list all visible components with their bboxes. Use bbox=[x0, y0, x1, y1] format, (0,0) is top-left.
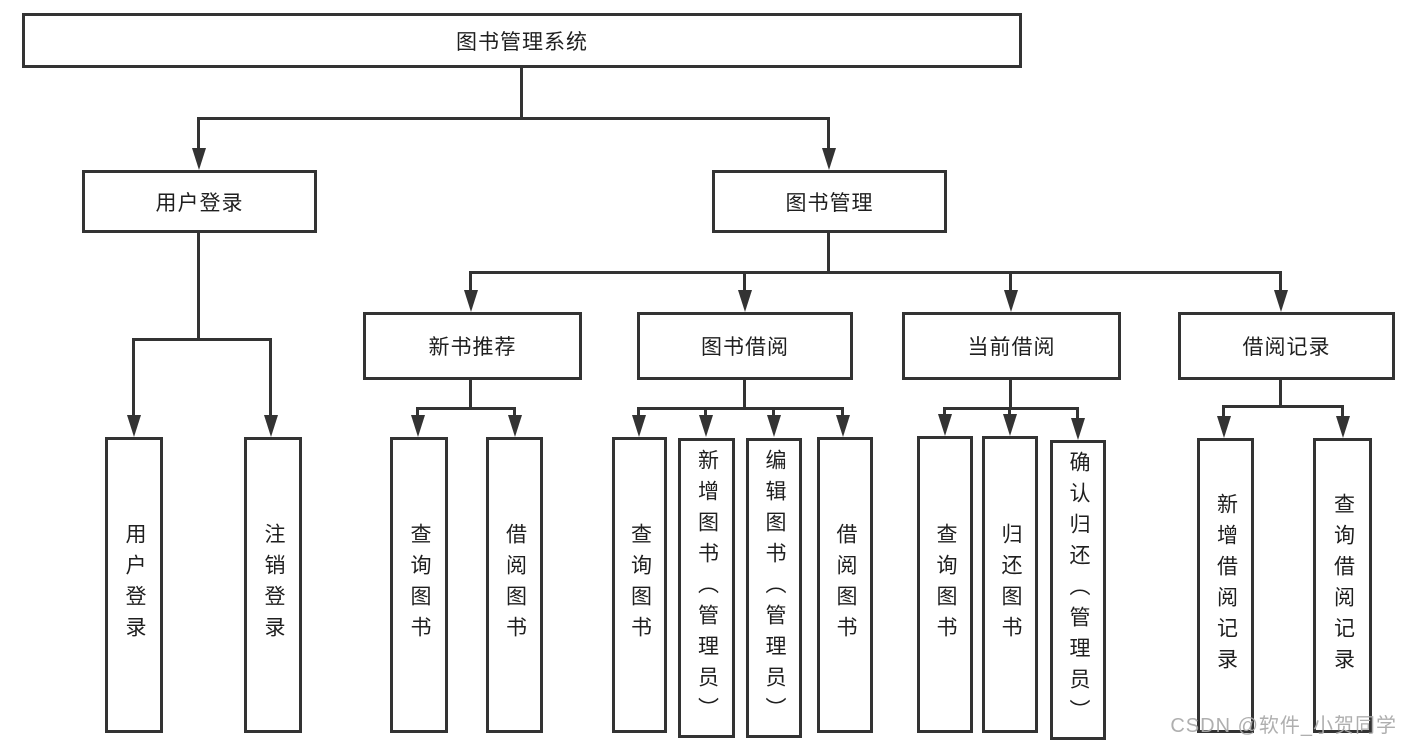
connector-line bbox=[827, 233, 830, 274]
leaf-borrow-books-borrowing: 借阅图书 bbox=[817, 437, 873, 733]
leaf-query-borrow-record: 查询借阅记录 bbox=[1313, 438, 1372, 733]
node-label: 图书管理 bbox=[785, 191, 874, 215]
arrowhead-down-icon bbox=[1217, 416, 1231, 438]
arrowhead-down-icon bbox=[1071, 418, 1085, 440]
node-label: 借阅记录 bbox=[1242, 336, 1331, 359]
connector-line bbox=[197, 233, 200, 340]
connector-line bbox=[1279, 380, 1282, 408]
arrowhead-down-icon bbox=[938, 414, 952, 436]
arrowhead-down-icon bbox=[411, 415, 425, 437]
leaf-query-books-recommend: 查询图书 bbox=[390, 437, 448, 733]
connector-line bbox=[269, 338, 272, 416]
connector-line bbox=[513, 407, 516, 417]
leaf-query-books-borrowing: 查询图书 bbox=[612, 437, 667, 733]
node-label: 新增图书（管理员） bbox=[695, 448, 719, 728]
connector-line bbox=[637, 407, 844, 410]
node-label: 用户登录 bbox=[155, 191, 244, 215]
connector-line bbox=[1341, 405, 1344, 416]
node-label: 查询借阅记录 bbox=[1331, 492, 1355, 679]
node-current-borrowing: 当前借阅 bbox=[902, 312, 1121, 380]
connector-line bbox=[743, 380, 746, 410]
node-book-borrowing: 图书借阅 bbox=[637, 312, 853, 380]
connector-line bbox=[132, 338, 272, 341]
leaf-confirm-return-admin: 确认归还（管理员） bbox=[1050, 440, 1106, 740]
node-label: 图书管理系统 bbox=[456, 30, 588, 54]
connector-line bbox=[197, 117, 830, 120]
arrowhead-down-icon bbox=[836, 415, 850, 437]
arrowhead-down-icon bbox=[767, 415, 781, 437]
leaf-add-book-admin: 新增图书（管理员） bbox=[678, 438, 735, 738]
node-label: 查询图书 bbox=[934, 522, 957, 647]
arrowhead-down-icon bbox=[1003, 414, 1017, 436]
connector-line bbox=[469, 271, 472, 291]
connector-line bbox=[1009, 380, 1012, 410]
connector-line bbox=[1076, 407, 1079, 418]
connector-line bbox=[197, 117, 200, 150]
connector-line bbox=[469, 271, 1282, 274]
connector-line bbox=[943, 407, 1079, 410]
leaf-user-login: 用户登录 bbox=[105, 437, 163, 733]
node-label: 确认归还（管理员） bbox=[1067, 450, 1090, 730]
leaf-logout: 注销登录 bbox=[244, 437, 302, 733]
arrowhead-down-icon bbox=[699, 415, 713, 437]
node-label: 用户登录 bbox=[123, 523, 146, 647]
connector-line bbox=[1008, 407, 1011, 415]
connector-line bbox=[841, 407, 844, 417]
arrowhead-down-icon bbox=[1336, 416, 1350, 438]
node-user-login: 用户登录 bbox=[82, 170, 317, 233]
connector-line bbox=[1009, 271, 1012, 291]
leaf-borrow-books-recommend: 借阅图书 bbox=[486, 437, 543, 733]
connector-line bbox=[1222, 405, 1225, 416]
connector-line bbox=[416, 407, 419, 417]
csdn-watermark: CSDN @软件_小贺同学 bbox=[1170, 715, 1397, 737]
node-label: 借阅图书 bbox=[503, 523, 527, 647]
arrowhead-down-icon bbox=[1274, 290, 1288, 312]
node-label: 注销登录 bbox=[262, 523, 285, 647]
node-borrowing-records: 借阅记录 bbox=[1178, 312, 1395, 380]
connector-line bbox=[132, 338, 135, 416]
connector-line bbox=[772, 407, 775, 417]
node-label: 查询图书 bbox=[408, 523, 431, 647]
arrowhead-down-icon bbox=[738, 290, 752, 312]
arrowhead-down-icon bbox=[464, 290, 478, 312]
arrowhead-down-icon bbox=[508, 415, 522, 437]
connector-line bbox=[704, 407, 707, 417]
connector-line bbox=[637, 407, 640, 417]
node-label: 当前借阅 bbox=[967, 336, 1056, 359]
node-label: 新增借阅记录 bbox=[1214, 492, 1238, 679]
node-new-book-recommend: 新书推荐 bbox=[363, 312, 582, 380]
arrowhead-down-icon bbox=[822, 148, 836, 170]
connector-line bbox=[1222, 405, 1343, 408]
node-label: 图书借阅 bbox=[701, 336, 789, 359]
leaf-return-book: 归还图书 bbox=[982, 436, 1038, 733]
connector-line bbox=[743, 271, 746, 291]
node-label: 新书推荐 bbox=[428, 336, 517, 359]
node-label: 查询图书 bbox=[628, 523, 652, 647]
connector-line bbox=[943, 407, 946, 415]
leaf-query-books-current: 查询图书 bbox=[917, 436, 973, 733]
arrowhead-down-icon bbox=[264, 415, 278, 437]
arrowhead-down-icon bbox=[632, 415, 646, 437]
arrowhead-down-icon bbox=[127, 415, 141, 437]
node-label: 借阅图书 bbox=[834, 523, 857, 647]
node-root-library-system: 图书管理系统 bbox=[22, 13, 1022, 68]
connector-line bbox=[469, 380, 472, 410]
node-book-management: 图书管理 bbox=[712, 170, 947, 233]
connector-line bbox=[1279, 271, 1282, 291]
arrowhead-down-icon bbox=[192, 148, 206, 170]
arrowhead-down-icon bbox=[1004, 290, 1018, 312]
connector-line bbox=[520, 68, 523, 119]
leaf-add-borrow-record: 新增借阅记录 bbox=[1197, 438, 1254, 733]
node-label: 归还图书 bbox=[999, 522, 1022, 647]
connector-line bbox=[416, 407, 516, 410]
node-label: 编辑图书（管理员） bbox=[763, 448, 786, 728]
leaf-edit-book-admin: 编辑图书（管理员） bbox=[746, 438, 802, 738]
connector-line bbox=[827, 117, 830, 150]
